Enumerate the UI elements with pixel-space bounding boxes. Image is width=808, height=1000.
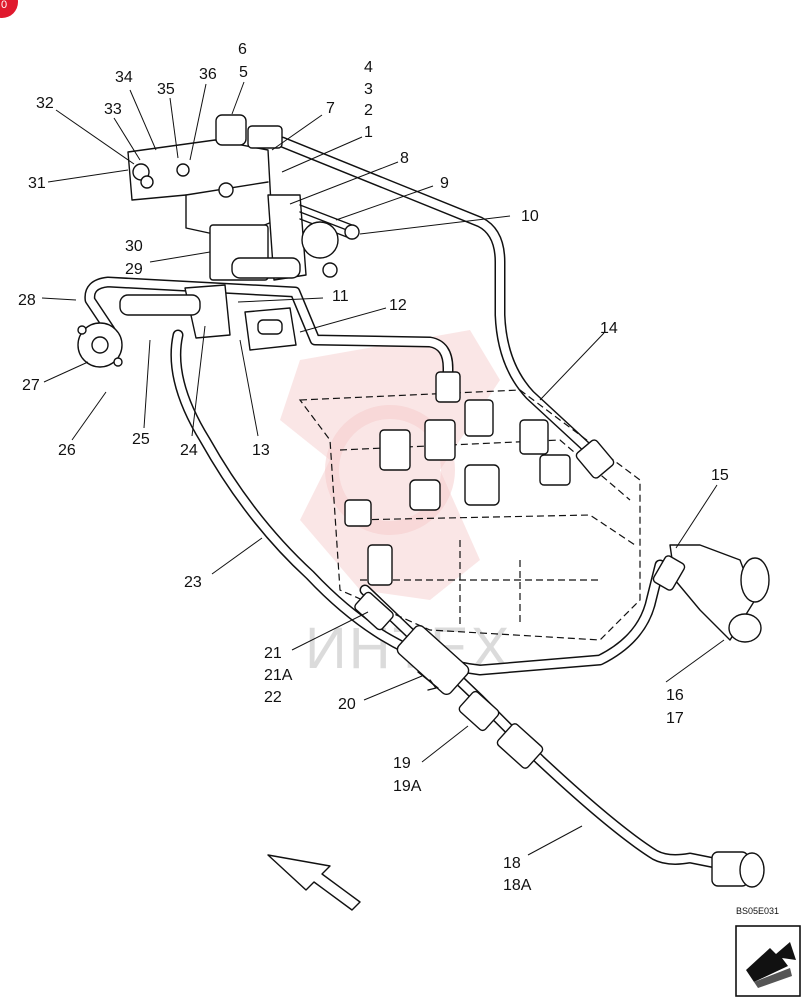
navigation-arrow-icon[interactable]: [735, 925, 801, 997]
callout-18a: 18A: [503, 877, 532, 894]
fitting-19-20: [354, 591, 544, 769]
flange-port-12: [257, 319, 283, 335]
callout-8: 8: [400, 150, 409, 167]
callout-12: 12: [389, 297, 407, 314]
pipe-14: [276, 136, 601, 461]
callout-31: 31: [28, 175, 46, 192]
callout-30: 30: [125, 238, 143, 255]
callout-16: 16: [666, 687, 684, 704]
pipe-18: [359, 584, 736, 872]
callout-4: 4: [364, 59, 373, 76]
callout-2: 2: [364, 102, 373, 119]
fitting-15-16: [652, 544, 770, 643]
pipe-23: [170, 329, 666, 676]
fitting-14-end: [575, 439, 615, 479]
callout-7: 7: [326, 100, 335, 117]
nut-18-face: [739, 852, 765, 888]
fitting-18-end: [711, 851, 765, 888]
check-valve-20: [396, 624, 470, 696]
callout-35: 35: [157, 81, 175, 98]
callout-5: 5: [239, 64, 248, 81]
callout-22: 22: [264, 689, 282, 706]
callout-29: 29: [125, 261, 143, 278]
callout-24: 24: [180, 442, 198, 459]
callout-21: 21: [264, 645, 282, 662]
bolt-35: [176, 163, 190, 177]
valve-fitting-h: [344, 499, 372, 527]
bolt-36: [218, 182, 234, 198]
valve-fitting-b: [424, 419, 456, 461]
adapter-fitting-1: [247, 125, 283, 149]
elbow-fitting-5: [215, 114, 247, 146]
callout-26: 26: [58, 442, 76, 459]
flow-arrow-20: [417, 671, 439, 691]
bolt-26b: [113, 357, 123, 367]
bolt-26a: [77, 325, 87, 335]
corner-badge-label: 0: [1, 0, 7, 11]
callout-28: 28: [18, 292, 36, 309]
callout-14: 14: [600, 320, 618, 337]
valve-fitting-c: [464, 399, 494, 437]
nut-28: [435, 371, 461, 403]
callout-labels: 6 5 4 3 2 1 7 8 9 10 11 12 13 14 15 16 1…: [18, 41, 729, 894]
pipe-28: [84, 276, 454, 388]
spring-hub: [301, 221, 339, 259]
callout-21a: 21A: [264, 667, 293, 684]
fitting-28-end: [435, 371, 461, 403]
callout-34: 34: [115, 69, 133, 86]
rod-25: [119, 294, 201, 316]
bolt-10: [344, 224, 360, 240]
valve-fitting-f: [519, 419, 549, 455]
direction-arrow: [267, 854, 361, 911]
callout-27: 27: [22, 377, 40, 394]
valve-fitting-d: [464, 464, 500, 506]
callout-19a: 19A: [393, 778, 422, 795]
callout-6: 6: [238, 41, 247, 58]
nut-31: [140, 175, 154, 189]
tee-outlet-17: [728, 613, 762, 643]
mounting-bracket: [127, 139, 273, 239]
bracket-assembly: [77, 114, 360, 368]
valve-port: [367, 544, 393, 586]
valve-fitting-e: [409, 479, 441, 511]
nut-19: [458, 690, 500, 732]
tee-outlet-16: [740, 557, 770, 603]
callout-36: 36: [199, 66, 217, 83]
callout-32: 32: [36, 95, 54, 112]
control-valve: [298, 389, 641, 641]
nut-19a: [496, 723, 544, 769]
flange-bore-27: [91, 336, 109, 354]
valve-fitting-g: [539, 454, 571, 486]
callout-19: 19: [393, 755, 411, 772]
callout-20: 20: [338, 696, 356, 713]
callout-18: 18: [503, 855, 521, 872]
callout-15: 15: [711, 467, 729, 484]
callout-13: 13: [252, 442, 270, 459]
valve-fitting-a: [379, 429, 411, 471]
shaft-11: [231, 257, 301, 279]
leader-lines: [41, 81, 725, 856]
callout-17: 17: [666, 710, 684, 727]
corner-badge: 0: [0, 0, 18, 18]
nut-14: [575, 439, 615, 479]
callout-23: 23: [184, 574, 202, 591]
nut-15: [652, 555, 686, 591]
callout-33: 33: [104, 101, 122, 118]
callout-10: 10: [521, 208, 539, 225]
adapter-21: [354, 591, 394, 631]
callout-9: 9: [440, 175, 449, 192]
callout-25: 25: [132, 431, 150, 448]
callout-3: 3: [364, 81, 373, 98]
bolt-9: [322, 262, 338, 278]
callout-11: 11: [332, 288, 349, 305]
callout-1: 1: [364, 124, 373, 141]
reference-code: BS05E031: [736, 906, 779, 916]
